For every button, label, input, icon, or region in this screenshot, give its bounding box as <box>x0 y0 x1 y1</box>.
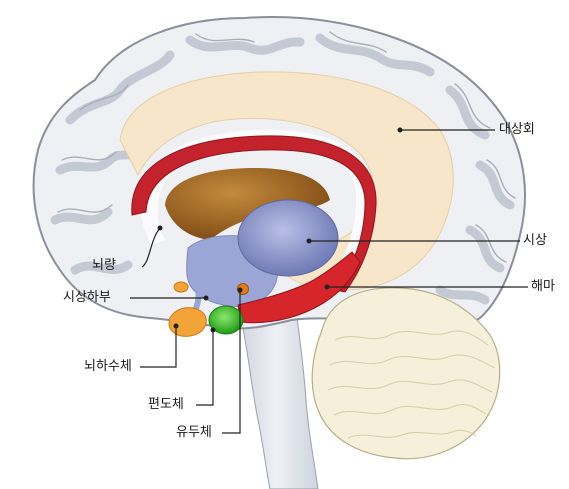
thalamus <box>238 200 338 276</box>
label-hypothalamus: 시상하부 <box>63 290 111 306</box>
label-corpus-callosum: 뇌량 <box>92 258 116 274</box>
label-pituitary: 뇌하수체 <box>84 359 132 375</box>
label-thalamus: 시상 <box>523 233 547 249</box>
label-hippocampus: 해마 <box>531 279 555 295</box>
pituitary <box>169 308 206 337</box>
label-amygdala: 편도체 <box>148 397 184 413</box>
optic-nucleus <box>174 282 188 292</box>
label-mammillary: 유두체 <box>176 425 212 441</box>
label-cingulate: 대상회 <box>499 122 535 138</box>
